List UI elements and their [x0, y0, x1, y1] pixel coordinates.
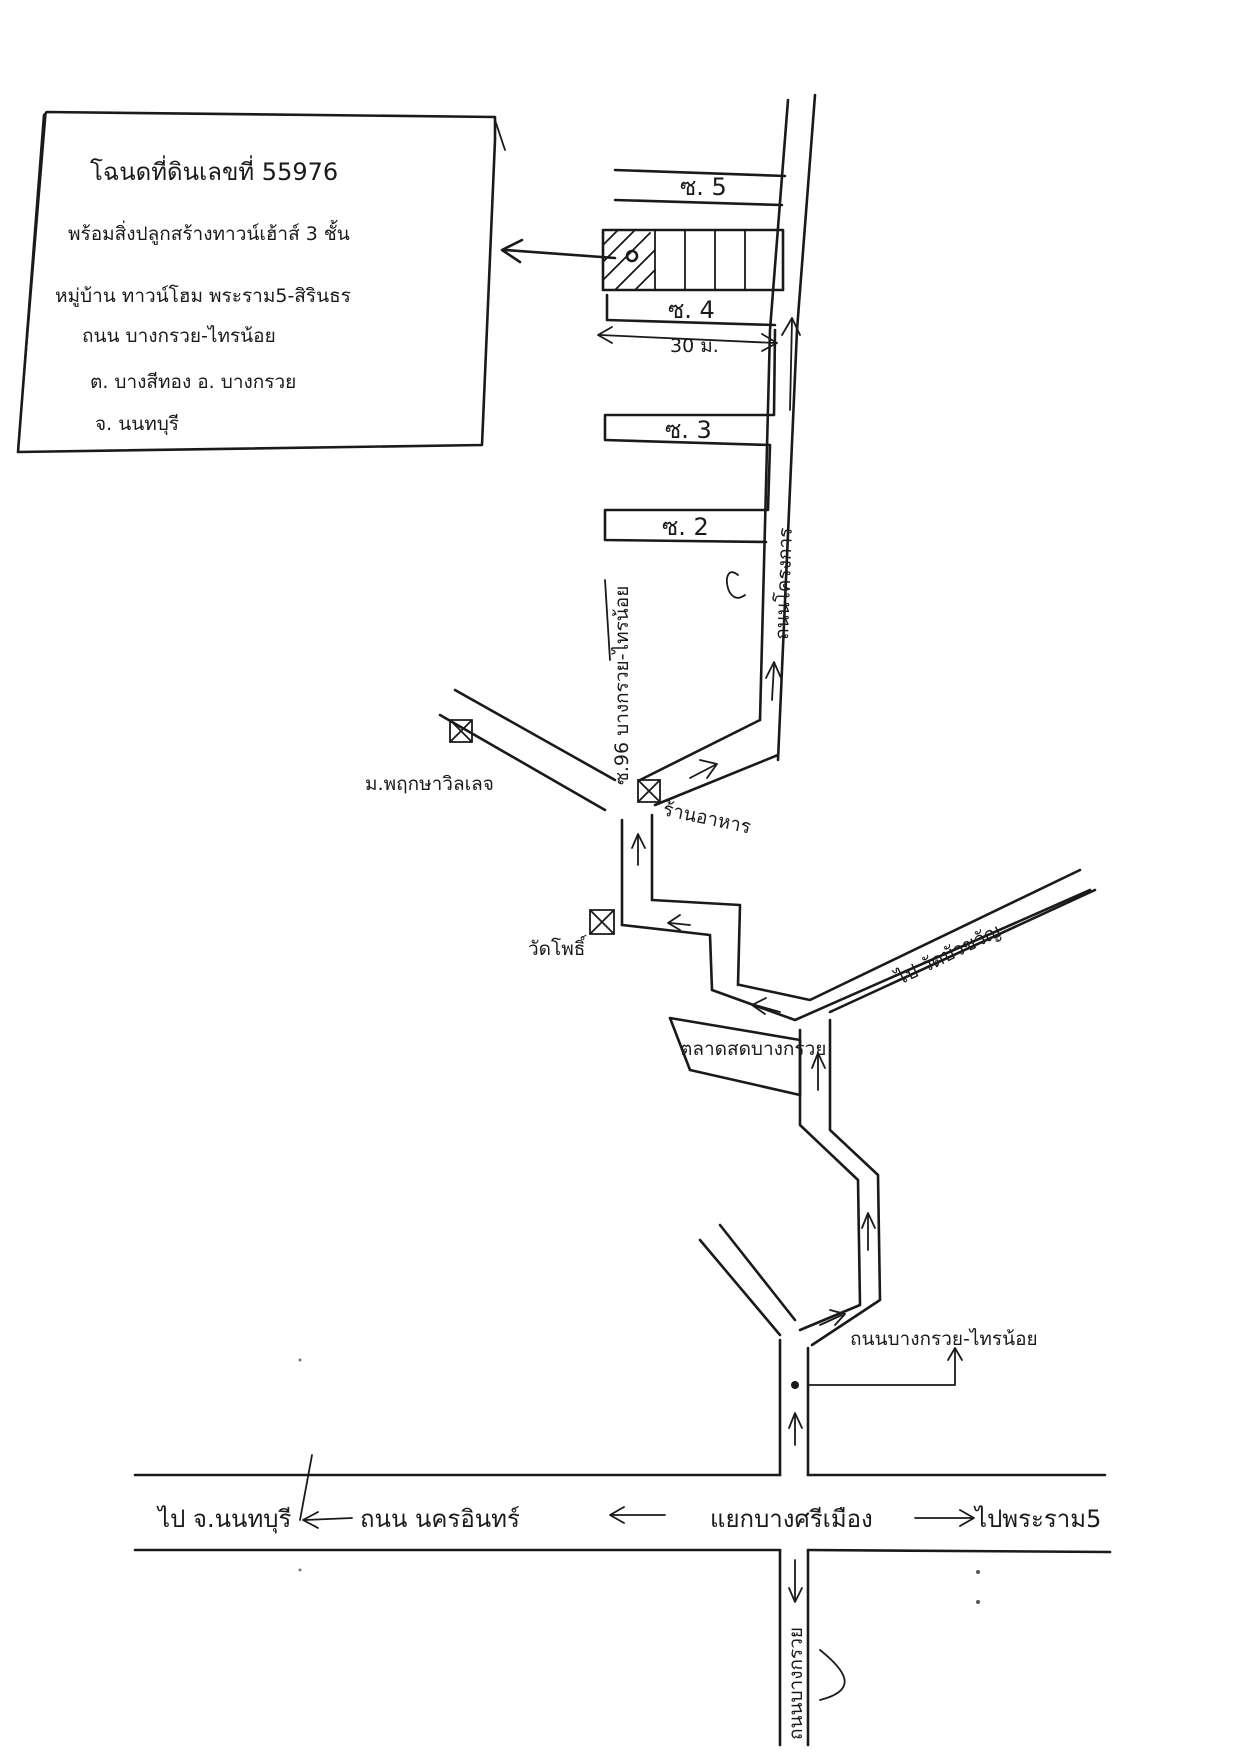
market-landmark: ตลาดสดบางกรวย: [668, 1016, 826, 1097]
townhouse-row: [601, 228, 785, 292]
road-to-wat: ไป วัดบัวขวัญ: [710, 868, 1097, 1022]
nakhon-in-road: ไป จ.นนทบุรี ถนน นครอินทร์ แยกบางศรีเมือ…: [133, 1454, 1112, 1554]
info-line-5: ต. บางสีทอง อ. บางกรวย: [90, 371, 296, 393]
market-label: ตลาดสดบางกรวย: [680, 1038, 826, 1060]
bottom-road: ถนนบางกรวย: [778, 1548, 846, 1747]
village-road-label: ถนนโครงการ: [770, 527, 797, 640]
shop-landmark: [637, 779, 661, 803]
bottom-road-label: ถนนบางกรวย: [785, 1627, 807, 1740]
info-line-3: หมู่บ้าน ทาวน์โฮม พระราม5-สิรินธร: [55, 284, 351, 307]
soi-5: ซ. 5: [613, 168, 787, 207]
distance-marker: 30 ม.: [597, 326, 778, 357]
info-line-2: พร้อมสิ่งปลูกสร้างทาวน์เฮ้าส์ 3 ชั้น: [68, 220, 350, 245]
bangkruai-road-label: ถนนบางกรวย-ไทรน้อย: [850, 1328, 1038, 1350]
soi2-label: ซ. 2: [662, 513, 709, 541]
village-main-road: ถนนโครงการ: [758, 93, 817, 762]
to-wat-label: ไป วัดบัวขวัญ: [891, 920, 1004, 990]
bangkruai-road: ถนนบางกรวย-ไทรน้อย: [698, 1018, 1038, 1477]
distance-label: 30 ม.: [670, 335, 719, 357]
temple-landmark: [589, 909, 615, 935]
soi4-label: ซ. 4: [668, 296, 715, 324]
soi-4: ซ. 4: [605, 293, 777, 327]
temple-label: วัดโพธิ์: [528, 934, 587, 960]
soi-2: ซ. 2: [603, 443, 772, 599]
pointer-arrow: [500, 238, 617, 264]
info-line-6: จ. นนทบุรี: [95, 413, 179, 436]
village-landmark: [449, 719, 473, 743]
soi-3: ซ. 3: [603, 328, 777, 447]
junction-label: แยกบางศรีเมือง: [710, 1505, 873, 1533]
dest-right-label: ไปพระราม5: [973, 1505, 1101, 1533]
scan-specks: [298, 1358, 980, 1604]
info-line-1: โฉนดที่ดินเลขที่ 55976: [90, 155, 338, 186]
info-box: โฉนดที่ดินเลขที่ 55976 พร้อมสิ่งปลูกสร้า…: [16, 110, 506, 454]
info-line-4: ถนน บางกรวย-ไทรน้อย: [82, 325, 276, 347]
nakhon-in-label: ถนน นครอินทร์: [360, 1505, 520, 1533]
target-property: [602, 229, 656, 291]
soi3-label: ซ. 3: [665, 416, 712, 444]
soi-96-area: ซ.96 บางกรวย-ไทรน้อย ม.พฤกษาวิลเลจ ร้านอ…: [365, 579, 780, 992]
dest-left-label: ไป จ.นนทบุรี: [156, 1505, 291, 1534]
village-label: ม.พฤกษาวิลเลจ: [365, 773, 494, 795]
shop-label: ร้านอาหาร: [661, 798, 753, 838]
soi96-label: ซ.96 บางกรวย-ไทรน้อย: [611, 586, 633, 785]
soi5-label: ซ. 5: [680, 173, 727, 201]
